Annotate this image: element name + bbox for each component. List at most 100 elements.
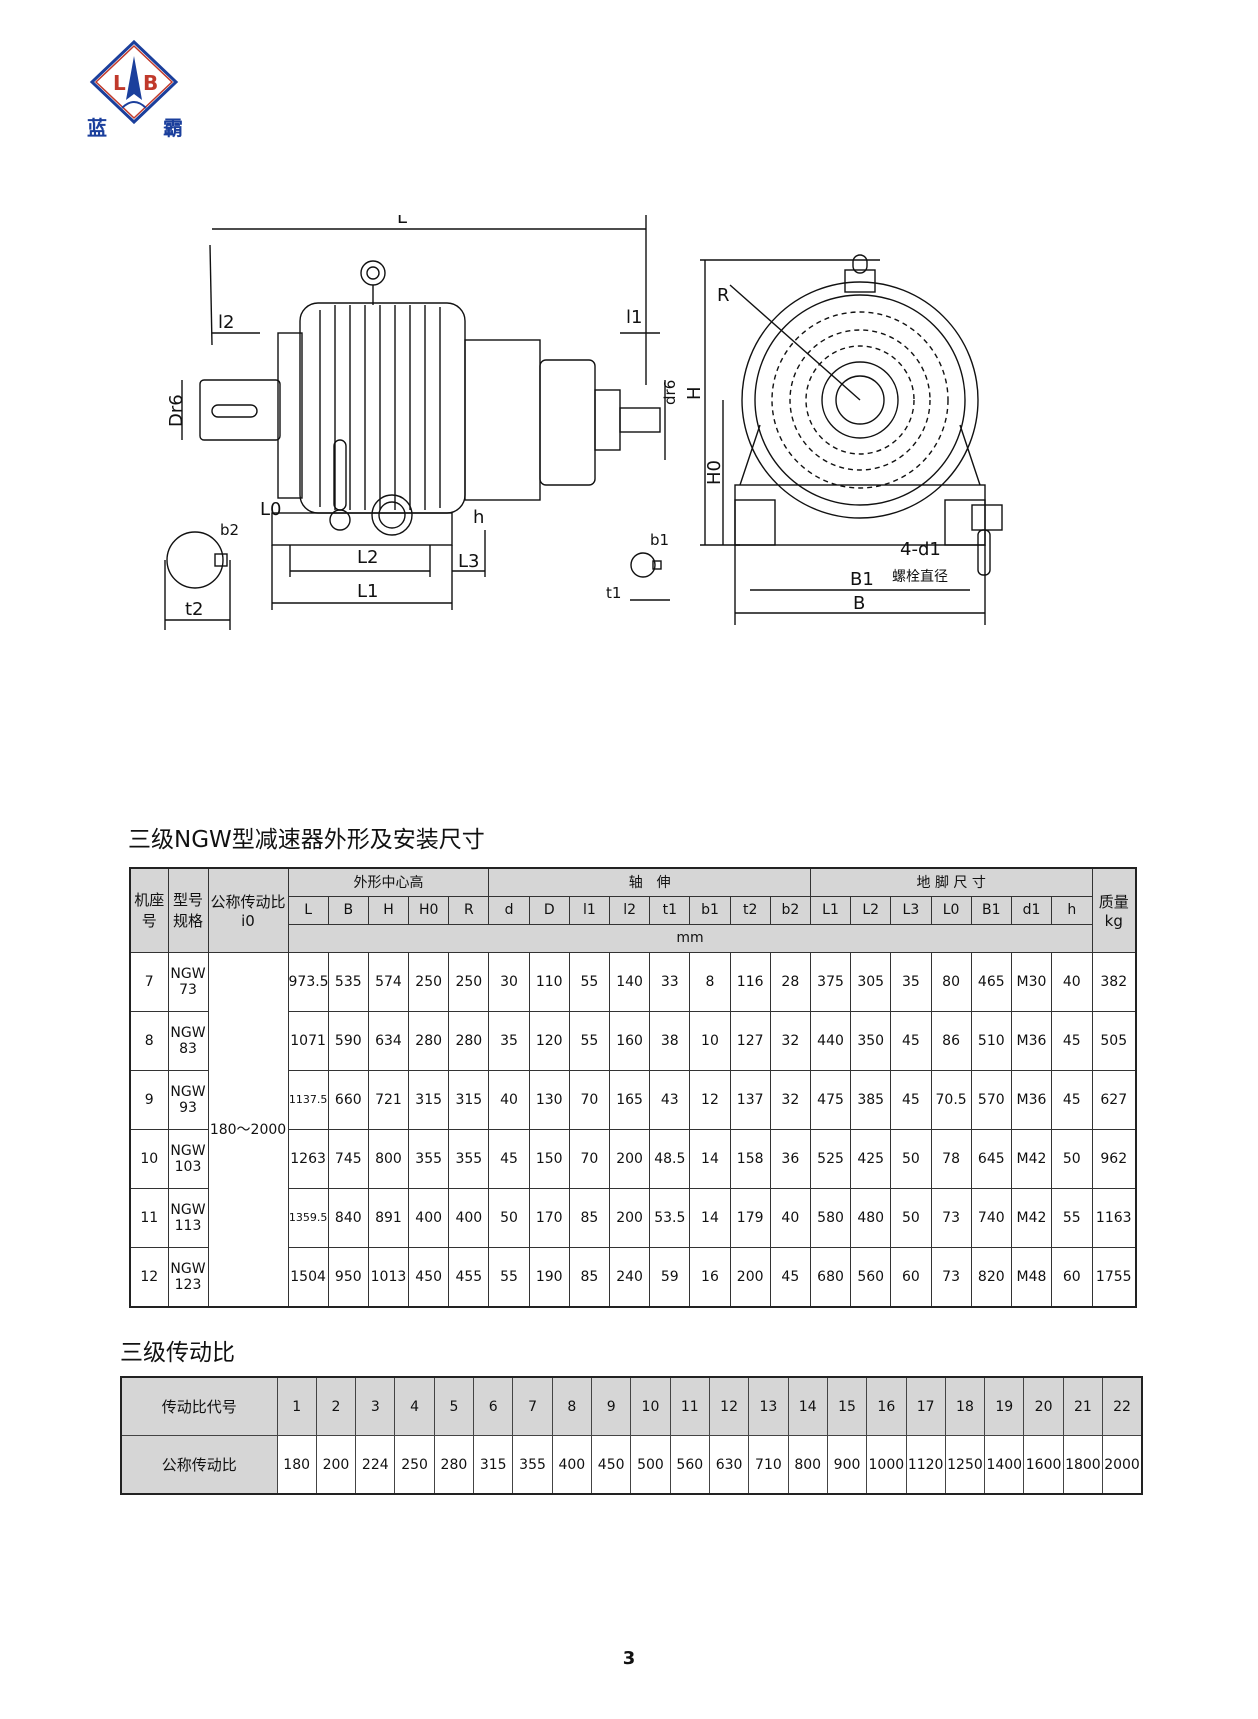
ratio-value-cell: 710 (748, 1435, 789, 1495)
column-header: L (287, 895, 329, 925)
svg-text:dr6: dr6 (661, 380, 679, 405)
svg-text:t2: t2 (185, 599, 204, 620)
cell-value: 38 (649, 1010, 691, 1071)
cell-value: 70.5 (930, 1069, 972, 1130)
cell-value: 891 (367, 1187, 410, 1248)
cell-value: 50 (890, 1187, 932, 1248)
column-header: R (448, 895, 490, 925)
logo-cn-left: 蓝 (87, 116, 107, 140)
page-number: 3 (622, 1648, 636, 1669)
svg-text:L3: L3 (458, 551, 479, 572)
cell-value: 160 (608, 1010, 651, 1071)
cell-value: 127 (729, 1010, 771, 1071)
svg-text:L: L (113, 71, 126, 95)
cell-value: 28 (769, 951, 811, 1012)
ratio-value-cell: 800 (787, 1435, 828, 1495)
cell-value: 45 (890, 1010, 932, 1071)
cell-value: 425 (850, 1128, 892, 1189)
dimension-table: 机座号 型号规格 公称传动比i0 外形中心高 轴 伸 地 脚 尺 寸 质量kg … (129, 867, 1137, 1308)
ratio-code-cell: 22 (1102, 1376, 1143, 1436)
header-ratio: 公称传动比i0 (207, 867, 289, 953)
cell-value: 32 (769, 1069, 811, 1130)
cell-value: 120 (528, 1010, 570, 1071)
ratio-table-title: 三级传动比 (120, 1340, 235, 1366)
ratio-value-cell: 250 (394, 1435, 435, 1495)
ratio-code-cell: 9 (590, 1376, 632, 1436)
ratio-value-cell: 1250 (944, 1435, 986, 1495)
cell-value: 73 (930, 1246, 972, 1307)
cell-value: 1359.5 (287, 1187, 329, 1248)
column-header: d1 (1010, 895, 1053, 925)
cell-value: 45 (769, 1246, 811, 1307)
cell-value: 170 (528, 1187, 570, 1248)
cell-value: 973.5 (287, 951, 329, 1012)
ratio-code-cell: 8 (551, 1376, 593, 1436)
cell-value: 32 (769, 1010, 811, 1071)
svg-text:L1: L1 (357, 581, 378, 602)
column-header: t2 (729, 895, 771, 925)
cell-value: 116 (729, 951, 771, 1012)
svg-text:R: R (717, 285, 730, 306)
ratio-code-cell: 12 (708, 1376, 750, 1436)
cell-no: 9 (129, 1069, 169, 1130)
cell-no: 11 (129, 1187, 169, 1248)
svg-text:螺栓直径: 螺栓直径 (892, 568, 948, 585)
svg-text:b2: b2 (220, 521, 239, 539)
column-header: b1 (689, 895, 731, 925)
ratio-code-cell: 18 (944, 1376, 986, 1436)
logo-chinese-name: 蓝 霸 (87, 112, 183, 141)
svg-text:4-d1: 4-d1 (900, 539, 941, 560)
cell-value: 721 (367, 1069, 410, 1130)
svg-text:B1: B1 (850, 569, 874, 590)
cell-value: 60 (890, 1246, 932, 1307)
svg-text:L0: L0 (260, 499, 281, 520)
cell-value: 525 (809, 1128, 852, 1189)
company-logo: L B (89, 39, 179, 125)
ratio-value-cell: 355 (512, 1435, 553, 1495)
cell-value: 355 (448, 1128, 490, 1189)
column-header: B (327, 895, 369, 925)
ratio-value-cell: 2000 (1102, 1435, 1143, 1495)
cell-no: 12 (129, 1246, 169, 1307)
cell-value: 840 (327, 1187, 369, 1248)
header-unit: mm (287, 923, 1093, 953)
cell-value: 1137.5 (287, 1069, 329, 1130)
cell-value: 55 (1051, 1187, 1093, 1248)
ratio-code-cell: 13 (748, 1376, 789, 1436)
ratio-code-cell: 19 (984, 1376, 1025, 1436)
ratio-code-cell: 10 (630, 1376, 671, 1436)
cell-model: NGW 83 (167, 1010, 209, 1071)
column-header: H0 (408, 895, 450, 925)
cell-mass: 382 (1091, 951, 1137, 1012)
cell-value: 50 (1051, 1128, 1093, 1189)
cell-value: 35 (488, 1010, 530, 1071)
svg-text:H0: H0 (704, 460, 725, 485)
cell-value: 745 (327, 1128, 369, 1189)
ratio-value-cell: 560 (669, 1435, 710, 1495)
column-header: L2 (850, 895, 892, 925)
cell-value: 70 (568, 1128, 611, 1189)
svg-text:l1: l1 (626, 307, 642, 328)
cell-value: 574 (367, 951, 410, 1012)
svg-text:L2: L2 (357, 547, 378, 568)
ratio-value-cell: 1120 (905, 1435, 946, 1495)
cell-value: 45 (1051, 1069, 1093, 1130)
cell-value: 12 (689, 1069, 731, 1130)
ratio-code-cell: 5 (433, 1376, 475, 1436)
cell-value: M36 (1010, 1010, 1053, 1071)
cell-value: 45 (890, 1069, 932, 1130)
svg-text:b1: b1 (650, 531, 669, 549)
ratio-code-cell: 7 (512, 1376, 553, 1436)
cell-value: 130 (528, 1069, 570, 1130)
cell-value: 465 (970, 951, 1012, 1012)
cell-mass: 505 (1091, 1010, 1137, 1071)
cell-value: 645 (970, 1128, 1012, 1189)
cell-value: 86 (930, 1010, 972, 1071)
cell-value: 150 (528, 1128, 570, 1189)
cell-value: 400 (408, 1187, 450, 1248)
svg-text:l2: l2 (218, 312, 234, 333)
cell-value: 250 (408, 951, 450, 1012)
ratio-code-cell: 4 (394, 1376, 435, 1436)
header-jizuo: 机座号 (129, 867, 169, 953)
